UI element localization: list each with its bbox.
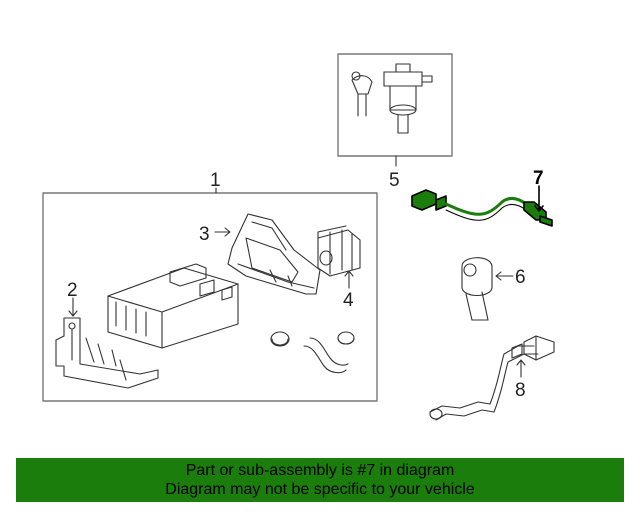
assembly-box-1 [42, 192, 378, 402]
arrow-3 [214, 227, 231, 237]
part-7-oxygen-sensor[interactable] [411, 189, 553, 227]
callout-5: 5 [389, 170, 400, 191]
callout-7: 7 [533, 168, 544, 189]
part-2-bracket[interactable] [55, 317, 159, 389]
part-3-bracket[interactable] [227, 213, 321, 295]
part-4-cover[interactable] [317, 225, 361, 277]
arrow-2 [68, 297, 78, 317]
arrow-7 [534, 185, 544, 212]
part-canister[interactable] [107, 263, 239, 349]
part-5-vsv-valve[interactable] [351, 63, 433, 134]
arrow-4 [344, 270, 354, 289]
banner-line-1: Part or sub-assembly is #7 in diagram [185, 462, 455, 479]
callout-1: 1 [210, 170, 221, 191]
part-hose-clamps[interactable] [270, 331, 355, 374]
callout-8: 8 [515, 380, 526, 401]
assembly-box-5 [337, 53, 453, 157]
callout-3: 3 [199, 224, 210, 245]
callout-2: 2 [67, 280, 78, 301]
info-banner: Part or sub-assembly is #7 in diagram Di… [16, 458, 624, 502]
arrow-8 [516, 359, 526, 378]
banner-line-2: Diagram may not be specific to your vehi… [165, 481, 475, 498]
callout-4: 4 [343, 290, 354, 311]
parts-diagram: 1 2 3 4 5 6 7 8 [42, 53, 555, 421]
part-8-oxygen-sensor[interactable] [429, 335, 555, 421]
part-6-knock-sensor[interactable] [461, 257, 493, 321]
arrow-6 [495, 271, 514, 281]
callout-6: 6 [515, 267, 526, 288]
